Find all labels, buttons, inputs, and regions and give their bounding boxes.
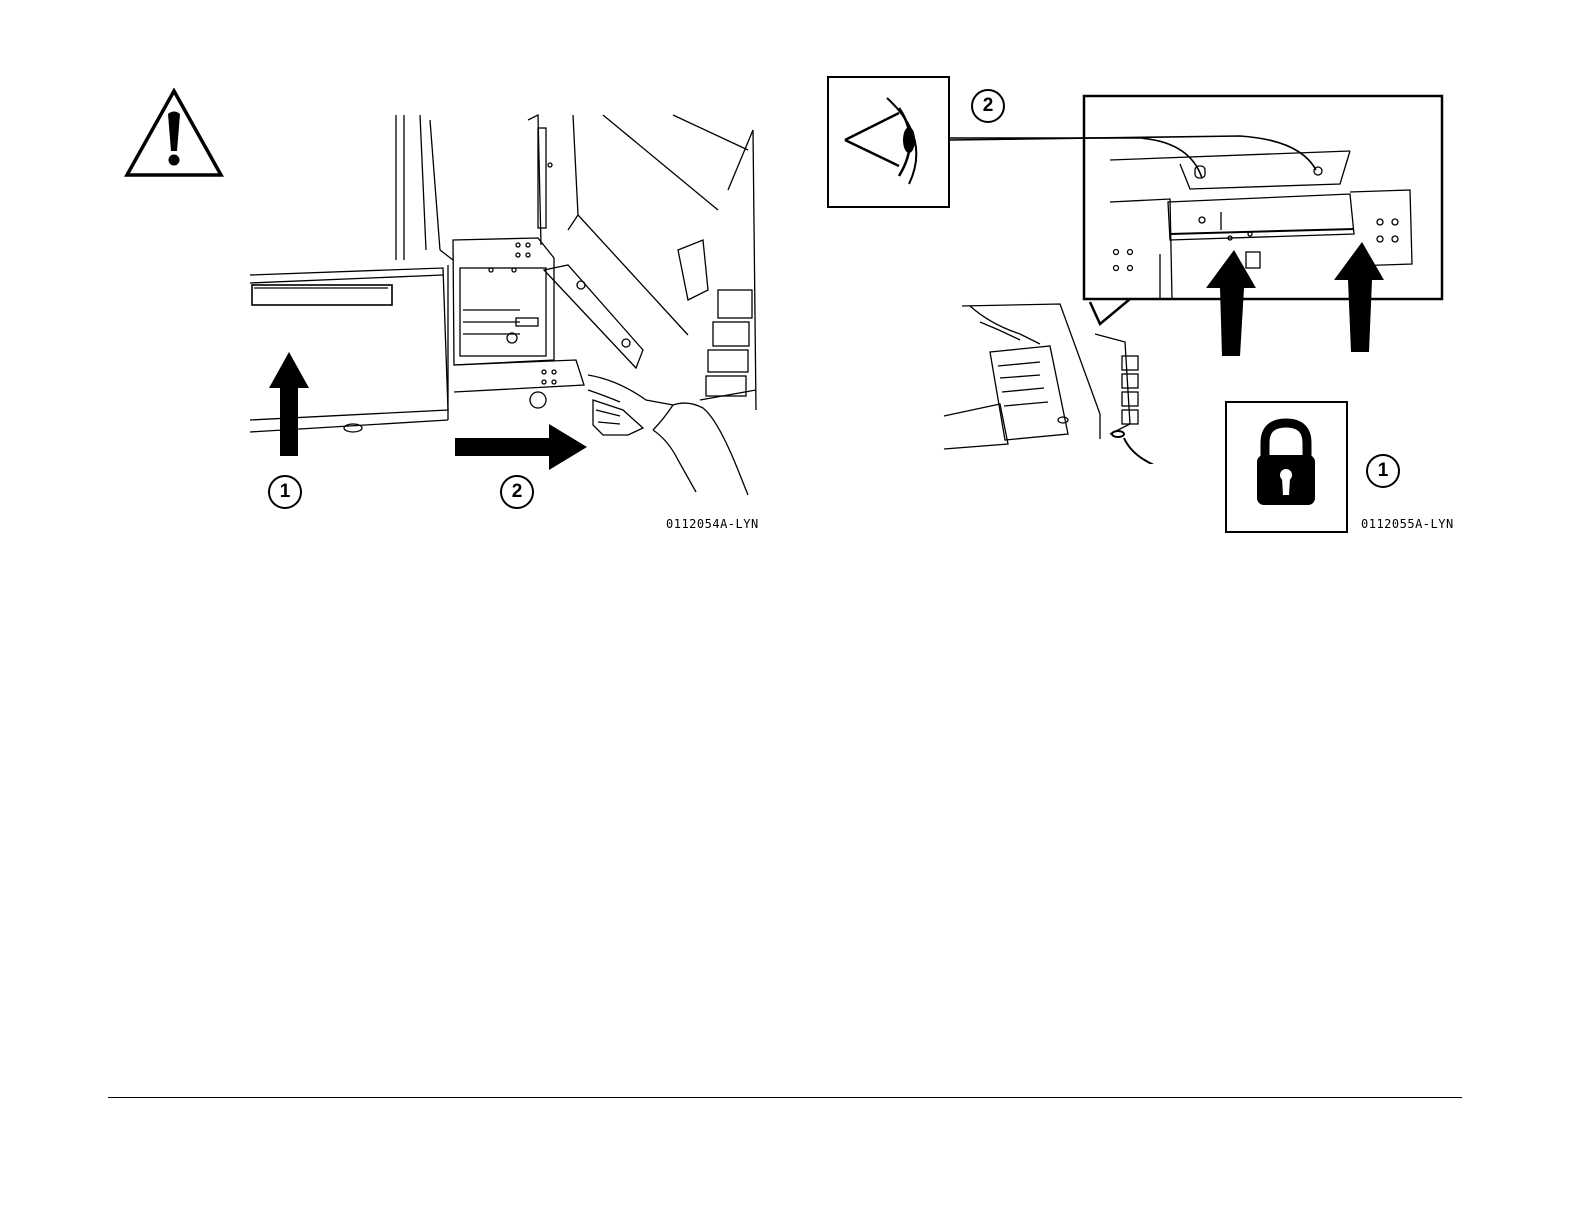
callout-2: 2 [500,475,534,509]
warning-icon [124,88,224,178]
callout-1: 1 [1366,454,1400,488]
up-arrow-icon [268,352,310,456]
page-divider [108,1097,1462,1098]
up-arrow-icon [1334,242,1384,352]
lock-icon [1225,401,1348,533]
figure-code: 0112054A-LYN [666,517,759,531]
up-arrow-icon [1206,250,1256,356]
eye-icon [827,76,950,208]
right-arrow-icon [455,424,587,470]
callout-1: 1 [268,475,302,509]
figure-code: 0112055A-LYN [1361,517,1454,531]
